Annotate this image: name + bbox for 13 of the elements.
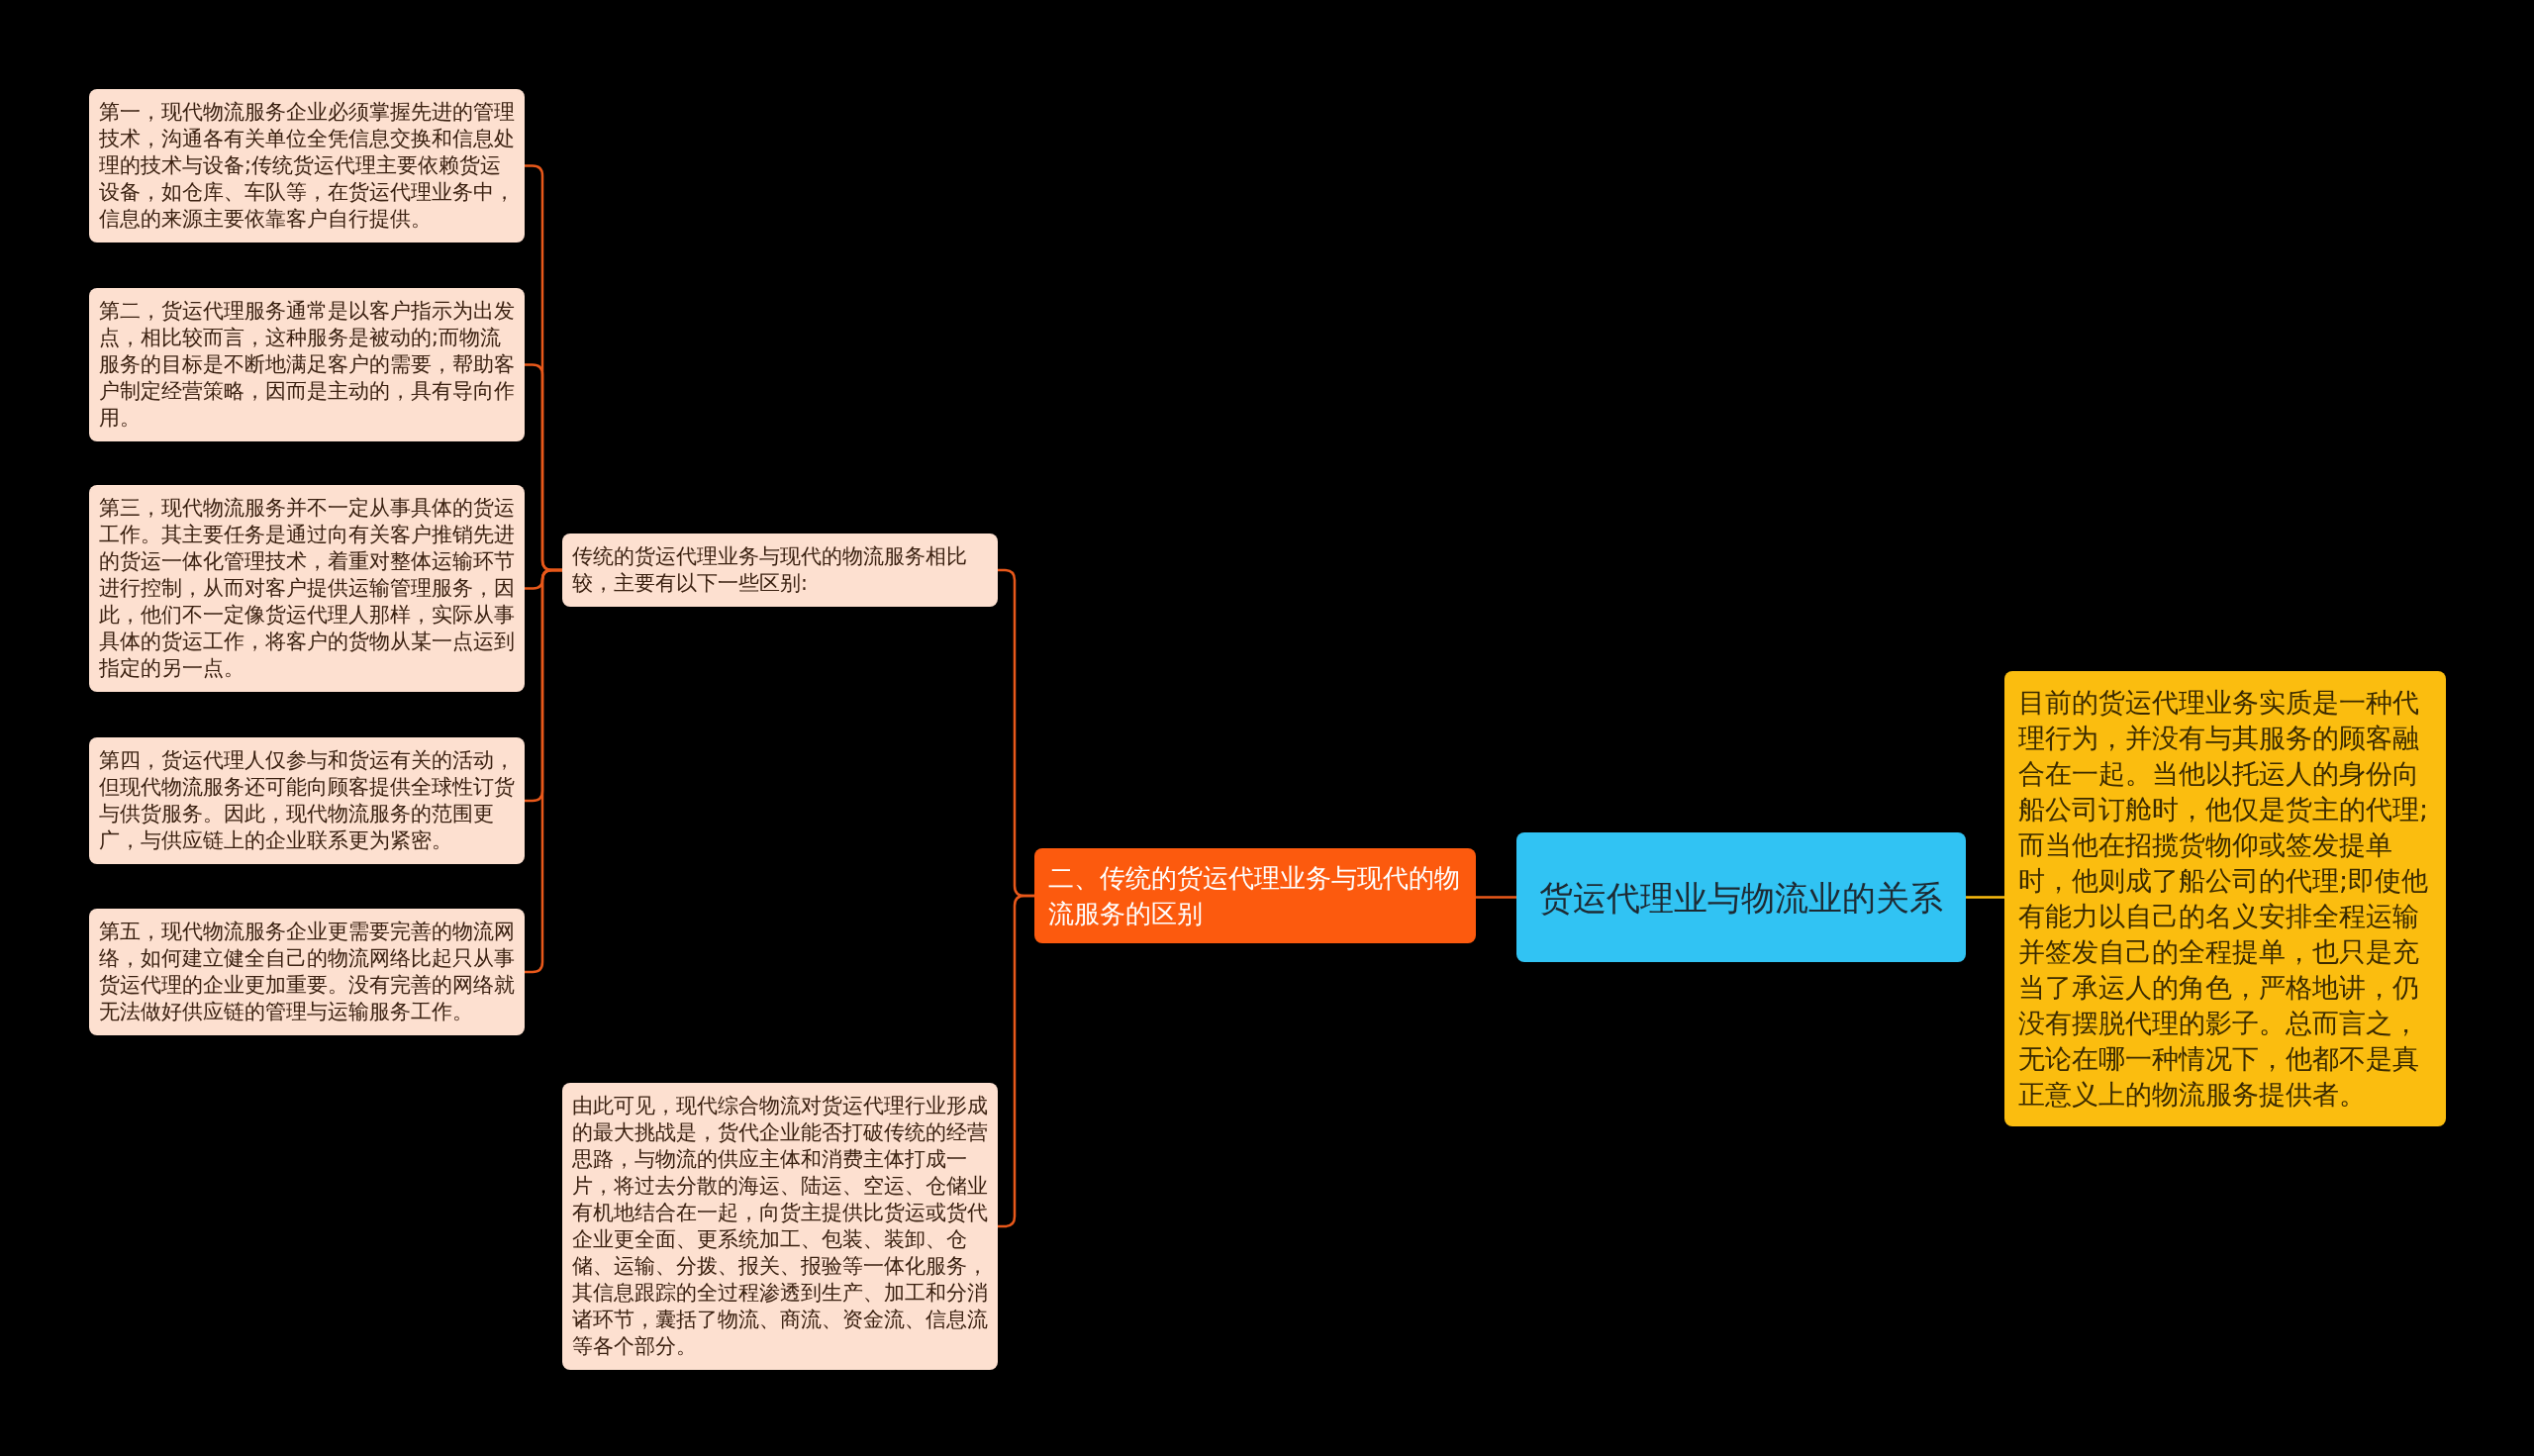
- note-box: 第四，货运代理人仅参与和货运有关的活动，但现代物流服务还可能向顾客提供全球性订货与供货服务。因此，现代物流服务的范围更广，与供应链上的企业联系更为紧密。: [89, 737, 525, 864]
- branch-box: 二、传统的货运代理业务与现代的物流服务的区别: [1034, 848, 1476, 943]
- connector-line: [525, 568, 562, 974]
- note-box: 传统的货运代理业务与现代的物流服务相比较，主要有以下一些区别:: [562, 534, 998, 607]
- central-topic-box: 货运代理业与物流业的关系: [1516, 832, 1966, 962]
- note-box: 第三，现代物流服务并不一定从事具体的货运工作。其主要任务是通过向有关客户推销先进的货运一体化管理技术，着重对整体运输环节进行控制，从而对客户提供运输管理服务，因此，他们不一定像货运代理人那样，实际从事具体的货运工作，将客户的货物从某一点运到指定的另一点。: [89, 485, 525, 692]
- topic-box: 目前的货运代理业务实质是一种代理行为，并没有与其服务的顾客融合在一起。当他以托运人的身份向船公司订舱时，他仅是货主的代理;而当他在招揽货物仰或签发提单时，他则成了船公司的代理;即使他有能力以自己的名义安排全程运输并签发自己的全程提单，也只是充当了承运人的角色，严格地讲，仍没有摆脱代理的影子。总而言之，无论在哪一种情况下，他都不是真正意义上的物流服务提供者。: [2004, 671, 2446, 1126]
- connector-line: [1476, 896, 1516, 899]
- note-box: 第一，现代物流服务企业必须掌握先进的管理技术，沟通各有关单位全凭信息交换和信息处理的技术与设备;传统货运代理主要依赖货运设备，如仓库、车队等，在货运代理业务中，信息的来源主要依靠客户自行提供。: [89, 89, 525, 243]
- note-box: 第五，现代物流服务企业更需要完善的物流网络，如何建立健全自己的物流网络比起只从事货运代理的企业更加重要。没有完善的网络就无法做好供应链的管理与运输服务工作。: [89, 909, 525, 1035]
- note-box: 由此可见，现代综合物流对货运代理行业形成的最大挑战是，货代企业能否打破传统的经营思路，与物流的供应主体和消费主体打成一片，将过去分散的海运、陆运、空运、仓储业有机地结合在一起，向货主提供比货运或货代企业更全面、更系统加工、包装、装卸、仓储、运输、分拨、报关、报验等一体化服务，其信息跟踪的全过程渗透到生产、加工和分消诸环节，囊括了物流、商流、资金流、信息流等各个部分。: [562, 1083, 998, 1370]
- connector-line: [1966, 896, 2004, 899]
- note-box: 第二，货运代理服务通常是以客户指示为出发点，相比较而言，这种服务是被动的;而物流服务的目标是不断地满足客户的需要，帮助客户制定经营策略，因而是主动的，具有导向作用。: [89, 288, 525, 441]
